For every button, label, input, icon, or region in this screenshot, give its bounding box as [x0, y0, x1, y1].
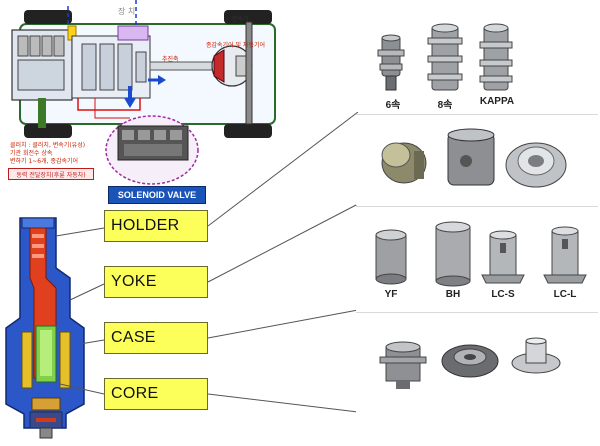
drivetrain-drawing — [11, 0, 276, 185]
label-lc-l: LC-L — [553, 289, 577, 300]
core-parts-drawing — [379, 337, 561, 389]
power-transmission-box: 동력 전달장치(후륜 자동차) — [8, 168, 94, 180]
differential-label: 종감속기어 및 차동기어 — [206, 42, 266, 49]
yoke-part-3 — [505, 142, 567, 188]
label-6-speed: 6속 — [385, 100, 401, 111]
top-center-label: 장 치 — [118, 7, 136, 16]
case-part-yf — [375, 229, 407, 285]
wheel-rear-right — [224, 124, 272, 138]
callout-case: CASE — [104, 322, 208, 354]
part-6-speed — [377, 34, 405, 91]
wheel-front-left — [24, 10, 72, 24]
panel-yoke-parts — [356, 114, 598, 205]
label-yf: YF — [384, 289, 398, 300]
case-part-lc-l — [543, 226, 587, 284]
valve-drawing — [5, 217, 85, 439]
callout-holder: HOLDER — [104, 210, 208, 242]
propeller-label: 추진축 — [162, 56, 179, 63]
case-part-bh — [435, 221, 471, 287]
wheel-front-right — [24, 124, 72, 138]
label-bh: BH — [445, 289, 461, 300]
yoke-part-2 — [447, 128, 495, 186]
leader-core-right — [207, 393, 359, 413]
core-part-2 — [441, 344, 499, 378]
note-line-2: 기관 회전수 상속 — [10, 150, 53, 157]
gear-label: 변속기 — [232, 16, 249, 23]
label-8-speed: 8속 — [437, 100, 453, 111]
case-part-lc-s — [481, 230, 525, 284]
leader-yoke-right — [207, 203, 359, 283]
panel-core-parts — [356, 312, 598, 413]
leader-case-right — [207, 309, 359, 339]
label-lc-s: LC-S — [491, 289, 515, 300]
label-kappa: KAPPA — [479, 96, 515, 107]
panel-holder-parts: 6속 8속 KAPPA — [356, 16, 598, 112]
callout-core: CORE — [104, 378, 208, 410]
yoke-parts-drawing — [381, 128, 567, 188]
note-line-1: 클러치 : 클러치, 변속기(유성) — [10, 142, 86, 149]
part-kappa — [479, 23, 513, 91]
note-line-3: 변하기 1~6개, 종감속기어 — [10, 158, 79, 165]
part-8-speed — [427, 23, 463, 91]
valve-cross-section — [0, 208, 100, 446]
holder-parts-drawing — [377, 23, 513, 91]
yoke-part-1 — [381, 142, 427, 184]
callout-yoke: YOKE — [104, 266, 208, 298]
core-part-3 — [511, 337, 561, 374]
propeller-shaft — [149, 61, 213, 71]
case-parts-drawing — [375, 221, 587, 287]
solenoid-valve-badge: SOLENOID VALVE — [108, 186, 206, 204]
wheel-rear-left — [224, 10, 272, 24]
panel-case-parts: YF BH LC-S LC-L — [356, 206, 598, 311]
core-part-1 — [379, 341, 427, 389]
drivetrain-diagram: 장 치 종감속기어 및 차동기어 추진축 변속기 클러치 : 클러치, 변속기(… — [0, 0, 290, 190]
